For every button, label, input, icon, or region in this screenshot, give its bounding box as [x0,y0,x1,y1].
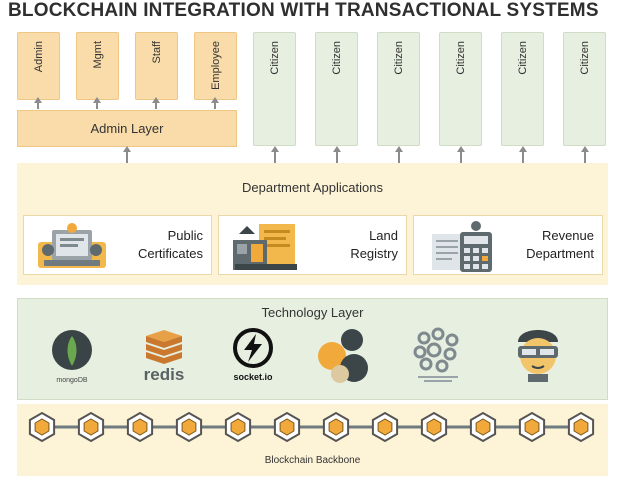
mongodb-logo-text: mongoDB [56,377,87,384]
arrow-up-icon [457,146,465,164]
elixir-cluster-logo [318,329,368,383]
vr-head-logo [518,330,558,382]
arrow-up-icon [581,146,589,164]
arrow-up-icon [34,97,42,109]
citizen-label: Citizen [454,41,467,75]
arrow-up-icon [271,146,279,164]
technology-title: Technology Layer [261,305,364,320]
app-label-line1: Land [369,228,398,243]
arrow-up-icon [395,146,403,164]
app-label: Land Registry [350,216,398,274]
citizen-label: Citizen [578,41,591,75]
app-card-revenue-department[interactable]: Revenue Department [413,215,603,275]
citizen-box-4[interactable]: Citizen [439,32,482,146]
arrow-up-icon [152,97,160,109]
page-title: BLOCKCHAIN INTEGRATION WITH TRANSACTIONA… [8,0,599,21]
app-label-line2: Certificates [137,246,203,261]
citizen-label: Citizen [516,41,529,75]
blockchain-panel [17,404,608,476]
blockchain-node-icon [469,411,497,443]
app-label-line1: Public [167,228,203,243]
blockchain-node-icon [273,411,301,443]
app-label-line1: Revenue [541,228,594,243]
citizen-box-5[interactable]: Citizen [501,32,544,146]
mgmt-box[interactable]: Mgmt [76,32,119,100]
grey-cluster-logo [413,327,459,382]
arrow-up-icon [211,97,219,109]
blockchain-node-icon [28,411,56,443]
redis-logo-text: redis [144,365,185,382]
arrow-up-icon [123,146,131,164]
blockchain-node-icon [175,411,203,443]
app-card-land-registry[interactable]: Land Registry [218,215,407,275]
revenue-calculator-icon [432,221,492,272]
department-title: Department Applications [242,180,383,195]
mgmt-box-label: Mgmt [91,41,104,69]
blockchain-node-icon [420,411,448,443]
socketio-logo: socket.io [233,328,273,382]
mongodb-logo: mongoDB [52,330,92,384]
blockchain-label: Blockchain Backbone [264,455,361,466]
arrow-up-icon [519,146,527,164]
citizen-box-1[interactable]: Citizen [253,32,296,146]
certificate-building-icon [38,223,106,268]
blockchain-node-icon [224,411,252,443]
blockchain-node-icon [371,411,399,443]
employee-box-label: Employee [209,41,222,90]
blockchain-node-icon [126,411,154,443]
blockchain-chain [28,411,595,443]
admin-layer[interactable]: Admin Layer [17,110,237,147]
citizen-box-3[interactable]: Citizen [377,32,420,146]
technology-panel [17,298,608,400]
app-card-public-certificates[interactable]: Public Certificates [23,215,212,275]
citizen-label: Citizen [330,41,343,75]
blockchain-node-icon [518,411,546,443]
socketio-logo-text: socket.io [233,372,273,382]
app-label: Revenue Department [526,216,594,274]
redis-logo: redis [144,330,185,382]
citizen-label: Citizen [268,41,281,75]
admin-box-label: Admin [32,41,45,73]
app-label-line2: Registry [350,246,398,261]
app-label: Public Certificates [138,216,203,274]
citizen-label: Citizen [392,41,405,75]
admin-box[interactable]: Admin [17,32,60,100]
citizen-box-6[interactable]: Citizen [563,32,606,146]
arrow-up-icon [333,146,341,164]
land-registry-map-icon [233,224,297,270]
employee-box[interactable]: Employee [194,32,237,100]
blockchain-node-icon [322,411,350,443]
citizen-box-2[interactable]: Citizen [315,32,358,146]
staff-box[interactable]: Staff [135,32,178,100]
app-label-line2: Department [526,246,594,261]
blockchain-node-icon [77,411,105,443]
admin-layer-label: Admin Layer [90,121,164,136]
staff-box-label: Staff [150,41,163,64]
blockchain-node-icon [567,411,595,443]
arrow-up-icon [93,97,101,109]
